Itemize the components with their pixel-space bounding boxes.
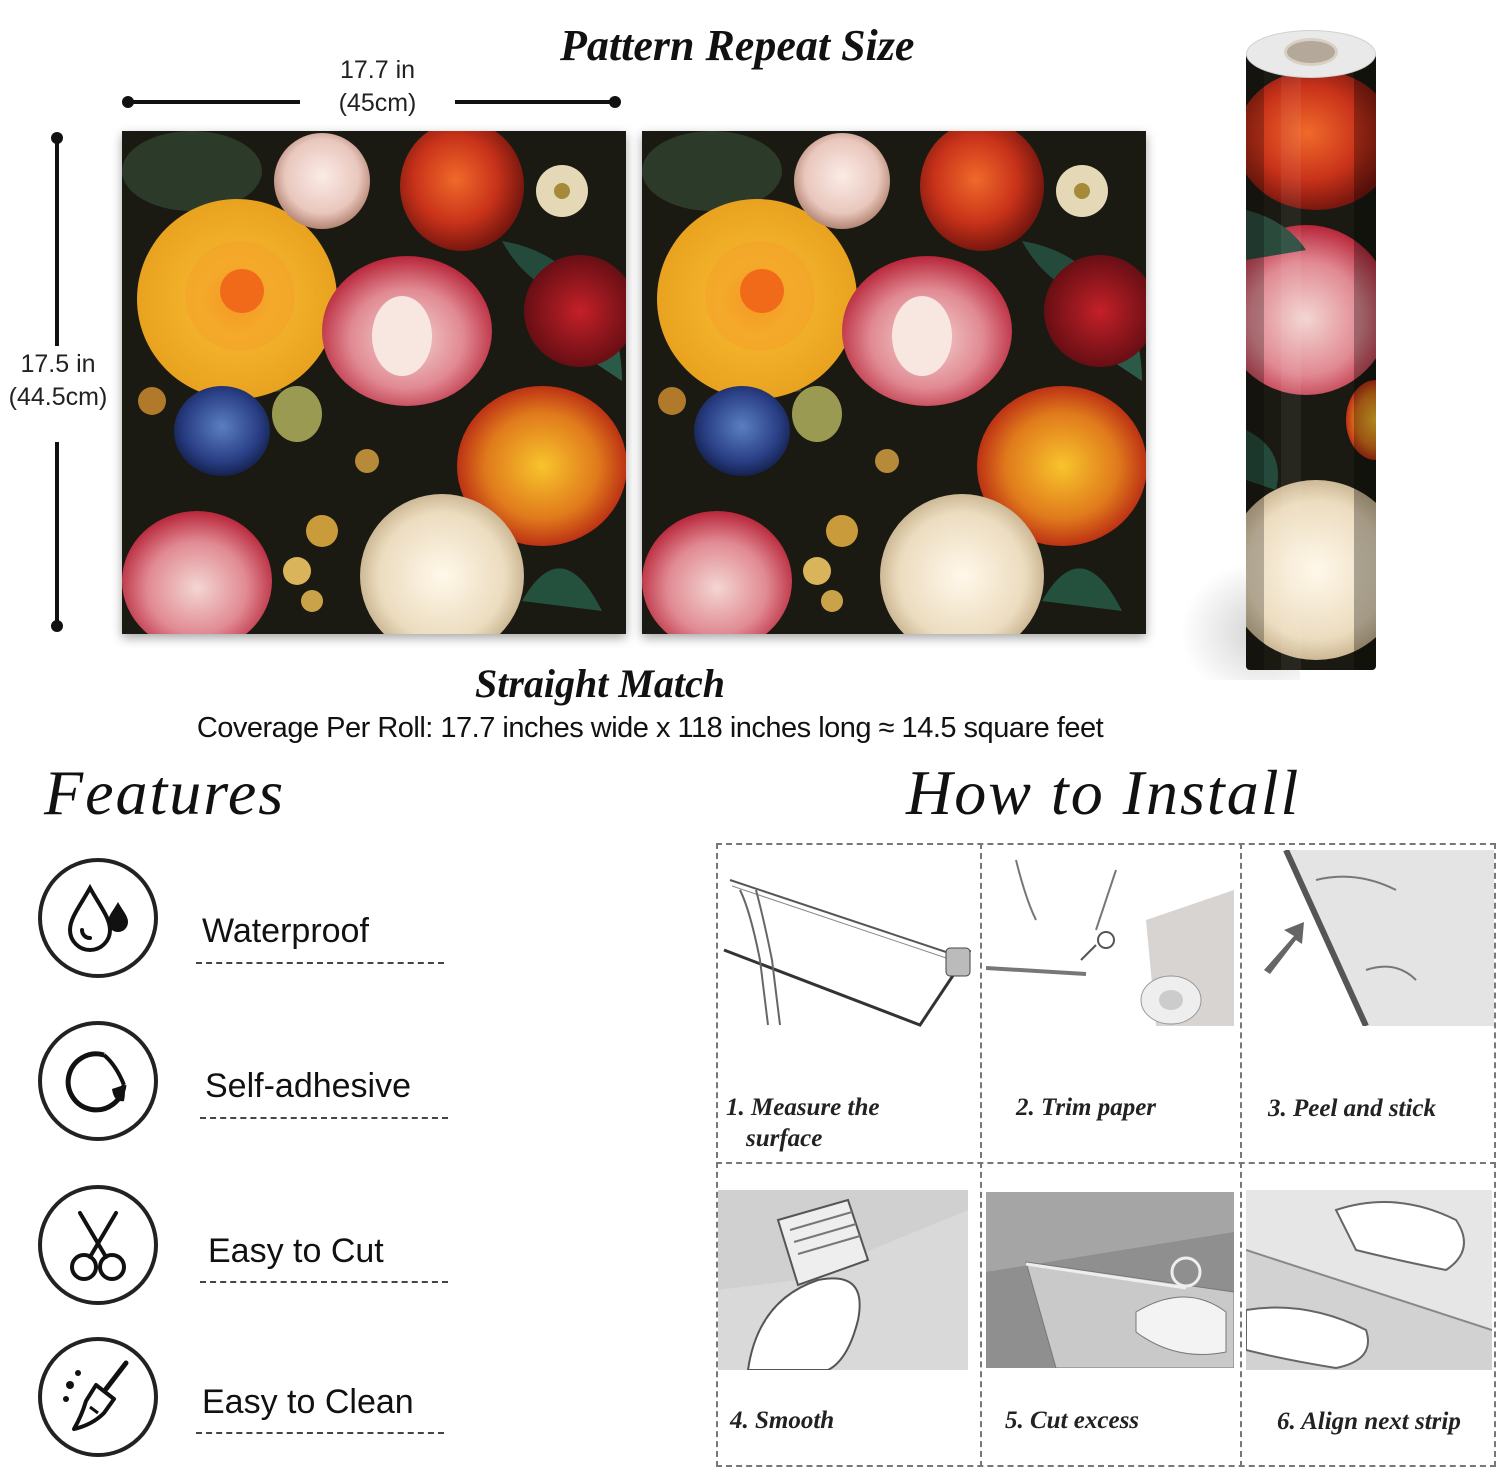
step-1-line1: 1. Measure the [726,1094,880,1121]
step-5-label: 5. Cut excess [1005,1407,1140,1434]
install-steps-grid [716,843,1496,1467]
height-inches: 17.5 in [20,350,96,378]
height-line-top [55,136,59,346]
width-line-left [126,100,300,104]
height-cm: (44.5cm) [8,383,108,411]
grid-divider-row [716,1162,1496,1164]
broom-icon [63,1360,129,1431]
feature-waterproof-badge [38,858,158,978]
height-line-end [51,620,63,632]
water-drops-icon [67,883,128,952]
peel-sticker-icon [65,1051,127,1113]
step-4-label: 4. Smooth [730,1407,835,1434]
width-line-right [455,100,615,104]
step-1-line2: surface [746,1125,823,1152]
step-6-illustration [1246,1190,1492,1370]
width-dimension: 17.7 in (45cm) [300,54,455,120]
wallpaper-roll [1246,50,1376,670]
feature-self-adhesive-label: Self-adhesive [205,1067,412,1105]
step-1-label: 1. Measure the surface [726,1092,879,1154]
feature-easy-clean-label: Easy to Clean [202,1383,414,1421]
feature-self-adhesive-underline [200,1117,448,1119]
step-3-illustration [1246,850,1494,1026]
grid-divider-2 [1240,843,1242,1467]
pattern-panel-left [122,131,626,634]
pattern-title: Pattern Repeat Size [560,21,915,70]
width-line-end [609,96,621,108]
feature-easy-cut-badge [38,1185,158,1305]
height-dimension: 17.5 in (44.5cm) [0,348,116,414]
step-1-illustration [720,850,974,1030]
step-6-label: 6. Align next strip [1277,1408,1461,1435]
step-2-illustration [986,850,1234,1026]
feature-easy-clean-underline [196,1432,444,1434]
step-4-illustration [718,1190,968,1370]
feature-waterproof-label: Waterproof [202,912,369,950]
feature-easy-cut-underline [200,1281,448,1283]
step-2-label: 2. Trim paper [1016,1094,1157,1121]
step-3-label: 3. Peel and stick [1268,1095,1437,1122]
install-title: How to Install [906,757,1301,828]
height-line-bottom [55,442,59,626]
pattern-panel-right [642,131,1146,634]
feature-easy-cut-label: Easy to Cut [208,1232,384,1270]
feature-self-adhesive-badge [38,1021,158,1141]
features-title: Features [44,757,286,828]
roll-core [1284,38,1338,66]
width-inches: 17.7 in [339,56,416,84]
scissors-icon [70,1211,126,1281]
feature-easy-clean-badge [38,1337,158,1457]
match-type: Straight Match [474,661,726,706]
step-5-illustration [986,1192,1234,1368]
grid-divider-1 [980,843,982,1467]
coverage-info: Coverage Per Roll: 17.7 inches wide x 11… [196,712,1104,744]
feature-waterproof-underline [196,962,444,964]
width-cm: (45cm) [338,89,417,117]
